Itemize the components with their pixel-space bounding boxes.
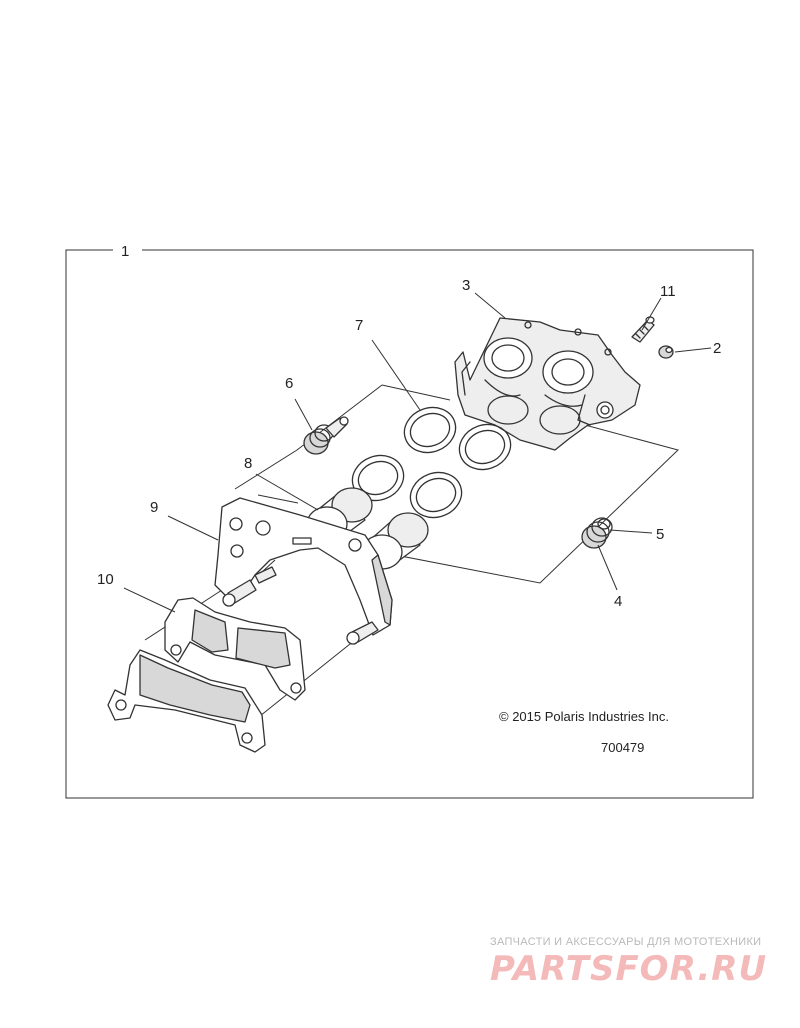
callout-5: 5 xyxy=(656,526,664,543)
watermark-logo: PARTSFOR.RU xyxy=(490,949,767,989)
callout-2: 2 xyxy=(713,340,721,357)
copyright-text: © 2015 Polaris Industries Inc. xyxy=(499,709,669,724)
bleeder-cap xyxy=(658,345,674,359)
callout-9: 9 xyxy=(150,499,158,516)
callout-leaders xyxy=(123,292,712,613)
callout-4: 4 xyxy=(614,593,622,610)
callout-6: 6 xyxy=(285,375,293,392)
watermark: ЗАПЧАСТИ И АКСЕССУАРЫ ДЛЯ МОТОТЕХНИКИ PA… xyxy=(490,936,767,989)
callout-8: 8 xyxy=(244,455,252,472)
assembly-frame xyxy=(65,249,754,799)
pistons xyxy=(306,487,429,570)
callout-1: 1 xyxy=(121,243,129,260)
pin-boot-right xyxy=(581,517,613,549)
caliper-mounting-bracket xyxy=(214,497,393,645)
callout-11: 11 xyxy=(660,283,676,300)
callout-3: 3 xyxy=(462,277,470,294)
callout-7: 7 xyxy=(355,317,363,334)
watermark-tagline: ЗАПЧАСТИ И АКСЕССУАРЫ ДЛЯ МОТОТЕХНИКИ xyxy=(490,936,761,948)
brake-pad-outer xyxy=(107,649,266,753)
drawing-number: 700479 xyxy=(601,740,644,755)
callout-10: 10 xyxy=(97,571,114,588)
callout-labels: 1 2 3 4 5 6 7 8 9 10 11 xyxy=(97,243,721,610)
caliper-body xyxy=(454,317,641,451)
slide-pin-with-boot-upper xyxy=(303,416,349,455)
brake-pad-inner xyxy=(164,597,306,701)
piston-seals xyxy=(351,406,512,519)
bleeder-screw xyxy=(631,316,655,343)
